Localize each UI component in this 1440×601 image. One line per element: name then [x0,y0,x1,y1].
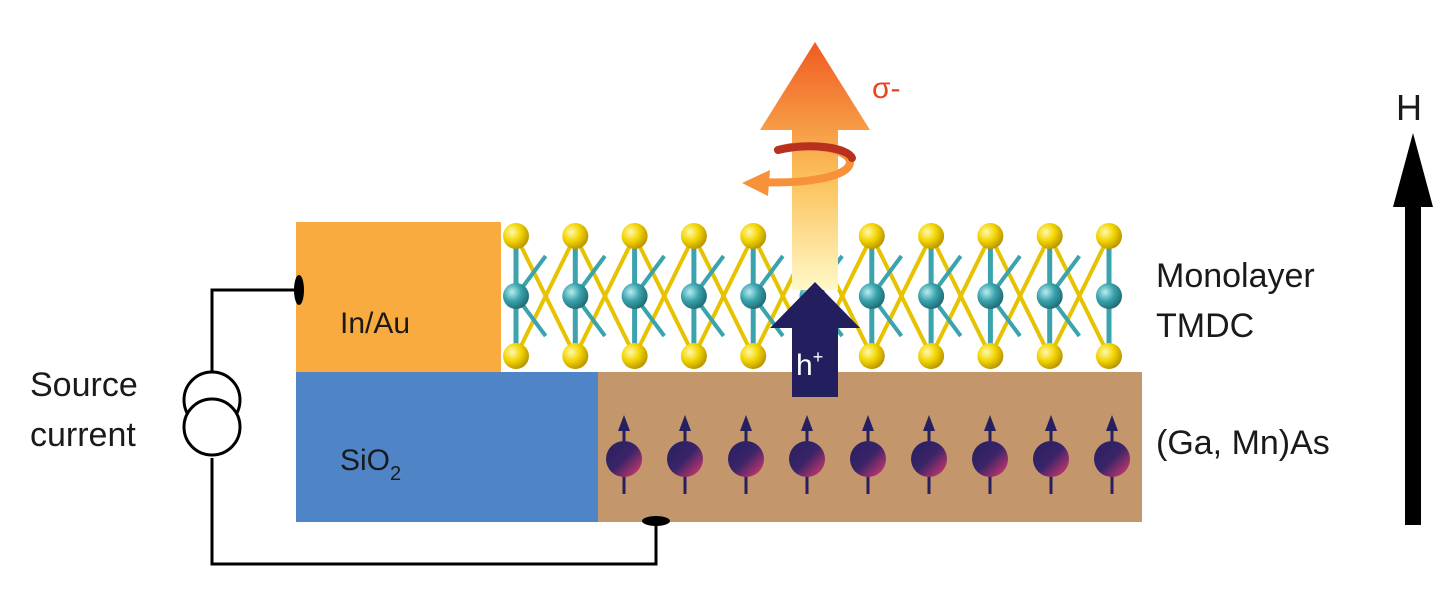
metal-atom [977,283,1004,309]
sulfur-atom [918,343,945,369]
sulfur-atom [680,223,707,249]
sulfur-atom [1036,223,1063,249]
sulfur-atom [1036,343,1063,369]
sulfur-atom [503,343,529,369]
bottom-contact-terminal [642,516,670,526]
sulfur-atom [977,343,1004,369]
metal-atom [858,283,885,309]
sulfur-atom [1096,223,1122,249]
metal-atom [740,283,767,309]
metal-atom [1096,283,1122,309]
hole-superscript: + [813,347,824,367]
spin-icon [667,415,703,494]
metal-atom [562,283,589,309]
circular-arrow-icon [742,141,856,196]
sulfur-atom [1096,343,1122,369]
sulfur-atom [680,343,707,369]
oxide-subscript: 2 [390,463,401,485]
tmdc-line-2: TMDC [1156,307,1254,345]
spin-icon [1094,415,1130,494]
metal-atom [621,283,648,309]
metal-atom [1036,283,1063,309]
tmdc-line-1: Monolayer [1156,257,1315,295]
sulfur-atom [858,343,885,369]
sulfur-atom [503,223,529,249]
sulfur-atom [858,223,885,249]
substrate-label: (Ga, Mn)As [1156,424,1330,462]
oxide-layer [296,372,598,522]
contact-label: In/Au [340,307,410,340]
spin-icon [789,415,825,494]
sulfur-atom [562,223,589,249]
polarization-label: σ- [872,72,901,105]
spin-icon [606,415,642,494]
spin-icon [728,415,764,494]
circuit-wire [210,288,658,566]
spin-icon [850,415,886,494]
tmdc-label: Monolayer TMDC [1156,257,1324,345]
top-contact-terminal [294,275,304,305]
spin-icon [911,415,947,494]
oxide-label: SiO2 [340,444,401,485]
sulfur-atom [918,223,945,249]
oxide-main: SiO [340,444,390,477]
metal-atom [918,283,945,309]
emission-arrow [760,42,870,290]
spin-icon [972,415,1008,494]
hole-arrow [770,282,860,397]
sulfur-atom [977,223,1004,249]
metal-atom [503,283,529,309]
sulfur-atom [562,343,589,369]
sulfur-atom [740,223,767,249]
sulfur-atom [621,223,648,249]
current-source-icon [182,370,242,457]
hole-label: h+ [796,347,823,382]
spin-icon [1033,415,1069,494]
spin-array [606,415,1130,494]
sulfur-atom [621,343,648,369]
sulfur-atom [740,343,767,369]
contact-layer [296,222,501,372]
hole-main: h [796,349,813,382]
field-arrow [1393,133,1433,525]
field-label: H [1396,87,1422,128]
source-line-2: current [30,416,136,454]
metal-atom [680,283,707,309]
source-label: Source current [30,366,147,454]
source-line-1: Source [30,366,138,404]
